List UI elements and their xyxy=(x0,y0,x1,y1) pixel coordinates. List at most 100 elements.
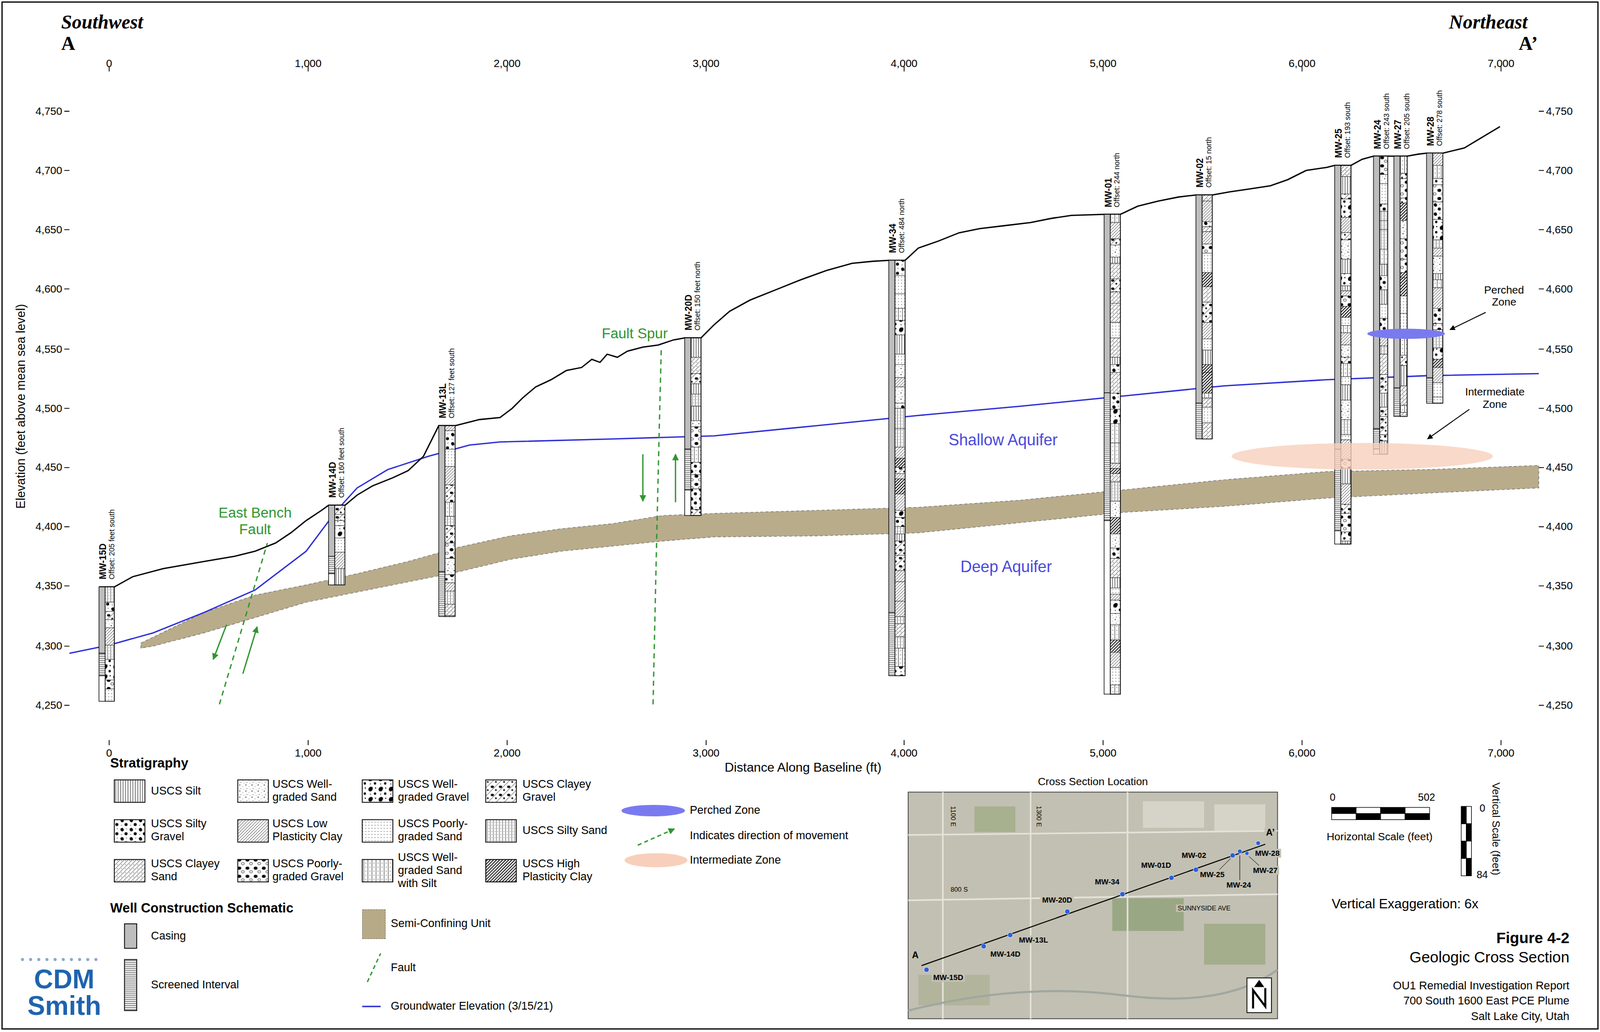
legend-swatch xyxy=(362,909,386,940)
logo-dots xyxy=(20,958,24,962)
plot-label: 4,300 xyxy=(35,639,63,653)
well-segment xyxy=(1340,357,1352,364)
scale-bar xyxy=(1356,807,1381,814)
well-segment xyxy=(894,467,906,474)
legend-sample xyxy=(114,779,145,803)
well-segment xyxy=(334,520,346,526)
well-segment xyxy=(104,587,115,702)
plot-label: 4,000 xyxy=(890,746,918,760)
well-segment xyxy=(1399,156,1408,174)
movement-arrow xyxy=(242,626,257,674)
logo-dots xyxy=(94,958,98,962)
legend-sample xyxy=(362,819,393,842)
well-segment xyxy=(894,555,906,571)
well-segment xyxy=(1432,308,1444,324)
well-segment xyxy=(1109,214,1121,223)
map-inset xyxy=(1237,849,1243,854)
plot-label: MW-20D xyxy=(1040,895,1074,905)
plot-label: MW-01D xyxy=(1139,861,1173,870)
well-segment xyxy=(1340,325,1352,334)
legend-sample xyxy=(485,779,517,803)
plot-label: 0 xyxy=(106,57,112,70)
groundwater-line xyxy=(69,373,1540,654)
plot-label: 1,000 xyxy=(294,746,322,760)
well-segment xyxy=(444,484,456,502)
well-segment xyxy=(1201,253,1213,273)
well-segment xyxy=(690,357,702,374)
well-segment xyxy=(104,689,115,702)
well-segment xyxy=(684,490,692,516)
well-segment xyxy=(894,637,906,649)
well-segment xyxy=(444,590,456,605)
plot-label: 4,500 xyxy=(35,402,63,415)
plot-label: 1300 E xyxy=(1035,804,1043,829)
plot-label: 5,000 xyxy=(1089,57,1117,70)
well-segment xyxy=(444,583,456,592)
well-segment xyxy=(894,494,906,511)
well-segment xyxy=(1432,348,1444,360)
legend-groundwater-sample xyxy=(362,1005,381,1008)
map-inset xyxy=(908,830,1278,836)
well-segment xyxy=(1340,468,1352,484)
plot-label: 3,000 xyxy=(692,57,720,70)
well-column: MW-13LOffset: 127 feet south xyxy=(438,425,455,617)
legend-text: Fault xyxy=(390,960,416,974)
well-segment xyxy=(1379,407,1388,417)
well-name: MW-24 xyxy=(1372,119,1383,150)
map-inset xyxy=(1126,791,1129,1019)
well-segment xyxy=(328,556,335,574)
well-segment xyxy=(1379,289,1388,305)
plot-label: Vertical Exaggeration: 6x xyxy=(1331,896,1479,912)
well-segment xyxy=(334,537,346,553)
map-inset xyxy=(1247,977,1272,1013)
well-segment xyxy=(1399,355,1408,366)
map-inset xyxy=(981,943,987,949)
well-segment xyxy=(1432,273,1444,280)
well-segment xyxy=(894,403,906,409)
plot-label: 4,450 xyxy=(35,461,63,474)
well-segment xyxy=(690,446,702,462)
well-segment xyxy=(1109,593,1121,601)
logo-dots xyxy=(29,958,33,962)
legend-text: Groundwater Elevation (3/15/21) xyxy=(390,999,553,1013)
well-segment xyxy=(1340,306,1352,318)
well-segment xyxy=(1379,248,1388,264)
legend-text: Casing xyxy=(151,929,187,943)
well-segment xyxy=(1109,517,1121,534)
well-segment xyxy=(1379,264,1388,276)
scale-bar xyxy=(1405,813,1430,821)
well-segment xyxy=(444,543,456,559)
well-segment xyxy=(1109,640,1121,653)
well-segment xyxy=(444,525,456,544)
well-segment xyxy=(1379,220,1388,230)
well-segment xyxy=(894,408,906,429)
plot-label: 4,350 xyxy=(35,579,63,592)
map-inset xyxy=(974,806,1016,832)
well-segment xyxy=(1109,548,1121,559)
well-segment xyxy=(1195,194,1202,404)
plot-label: Perched Zone xyxy=(1475,283,1532,309)
map-inset xyxy=(1029,791,1032,1019)
well-segment xyxy=(690,337,702,357)
well-segment xyxy=(894,275,906,294)
perched-zone xyxy=(1367,328,1445,340)
well-segment xyxy=(1340,363,1352,377)
well-offset: Offset: 205 south xyxy=(1402,93,1411,149)
well-segment xyxy=(1399,239,1408,260)
legend-sample xyxy=(124,923,138,949)
fault-line xyxy=(219,543,268,705)
well-segment xyxy=(1109,357,1121,365)
plot-label: MW-34 xyxy=(1093,877,1121,887)
well-segment xyxy=(1109,372,1121,393)
legend-sample xyxy=(124,959,138,1011)
well-segment xyxy=(334,525,346,539)
well-segment xyxy=(1399,259,1408,273)
map-inset xyxy=(1230,852,1236,858)
plot-label: 4,750 xyxy=(1545,104,1573,118)
well-segment xyxy=(1109,473,1121,482)
well-segment xyxy=(104,602,115,612)
well-segment xyxy=(1379,275,1388,290)
well-segment xyxy=(690,426,702,447)
plot-label: 4,000 xyxy=(890,57,918,70)
legend-text: USCS Silty Gravel xyxy=(151,817,233,844)
